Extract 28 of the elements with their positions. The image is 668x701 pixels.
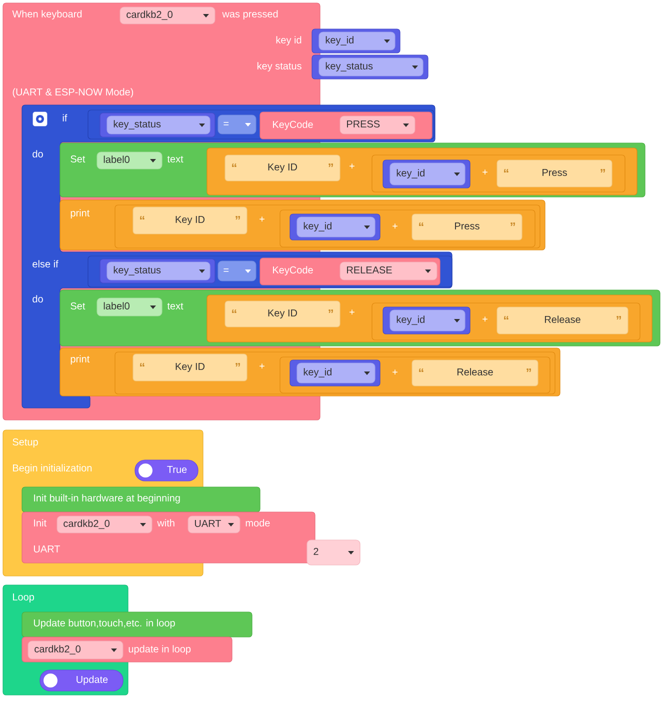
variable-block: key_id <box>382 306 470 334</box>
dropdown-field: cardkb2_0 <box>120 6 216 24</box>
string-block: “ Press ” <box>496 160 612 188</box>
string-block: “ Key ID ” <box>224 154 340 182</box>
hardware-block: Init built-in hardware at beginning <box>22 486 260 512</box>
string-block: “ Press ” <box>412 214 522 240</box>
variable-block: key_id <box>290 360 380 386</box>
dropdown-field: cardkb2_0 <box>28 640 124 660</box>
variable-block: key_id <box>382 160 470 188</box>
toggle-switch: Update <box>40 670 124 692</box>
dropdown-field: PRESS <box>340 116 416 134</box>
dropdown-field: label0 <box>96 152 162 170</box>
dropdown-field: cardkb2_0 <box>56 516 152 534</box>
string-block: “ Release ” <box>412 360 538 386</box>
variable-block: key_id <box>312 28 400 54</box>
hardware-block: Update button,touch,etc. in loop <box>22 612 252 638</box>
string-block: “ Key ID ” <box>132 206 248 234</box>
string-block: “ Key ID ” <box>132 354 248 382</box>
number-block: 2 <box>306 540 360 566</box>
dropdown-field: RELEASE <box>340 262 438 280</box>
variable-block: key_status <box>312 54 428 80</box>
string-block: “ Key ID ” <box>224 300 340 328</box>
dropdown-field: label0 <box>96 298 162 316</box>
variable-block: key_status <box>100 112 216 138</box>
toggle-switch: True <box>134 460 198 482</box>
variable-block: key_id <box>290 214 380 240</box>
variable-block: key_status <box>100 258 216 284</box>
string-block: “ Release ” <box>496 306 628 334</box>
